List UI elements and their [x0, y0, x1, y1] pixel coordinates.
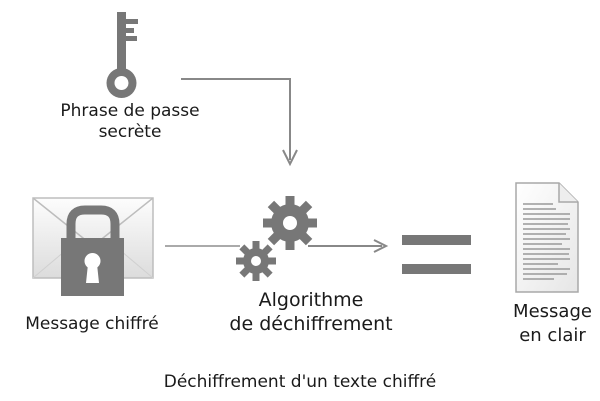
- gears-icon: [236, 196, 317, 281]
- plaintext-label-line2: en clair: [519, 325, 586, 347]
- equals-sign: [402, 235, 471, 274]
- large-gear-icon: [263, 196, 317, 250]
- diagram-caption: Déchiffrement d'un texte chiffré: [163, 372, 437, 392]
- plaintext-label: Message en clair: [505, 300, 600, 349]
- process-arrow: [165, 239, 389, 253]
- passphrase-label-line1: Phrase de passe: [60, 101, 200, 121]
- algorithm-label-line1: Algorithme: [258, 289, 364, 311]
- algorithm-label-line2: de déchiffrement: [229, 312, 393, 335]
- key-icon: [106, 12, 138, 98]
- padlock-icon: [61, 205, 124, 296]
- encrypted-message-label: Message chiffré: [25, 314, 159, 334]
- passphrase-arrow: [181, 78, 298, 167]
- document-icon: [515, 182, 579, 293]
- small-gear-icon: [236, 241, 276, 281]
- passphrase-label-line2: secrète: [98, 122, 162, 143]
- passphrase-label: Phrase de passe secrète: [40, 101, 220, 144]
- plaintext-label-line1: Message: [513, 301, 592, 322]
- algorithm-label: Algorithme de déchiffrement: [205, 289, 417, 337]
